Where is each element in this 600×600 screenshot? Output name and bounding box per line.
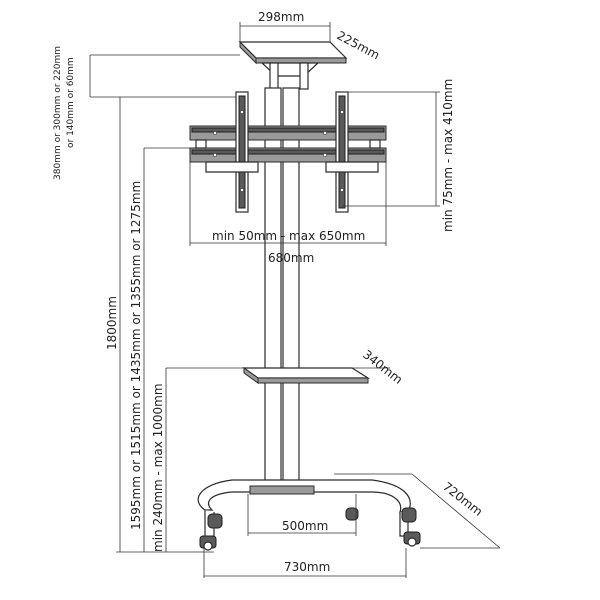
camera-shelf-height-label-line2: or 140mm or 60mm	[66, 57, 76, 148]
top-camera-shelf	[238, 40, 348, 90]
tv-stand-drawing	[189, 40, 421, 551]
overall-height-label: 1800mm	[105, 296, 119, 350]
base-depth-label: 720mm	[440, 479, 485, 519]
base-width-top-label: 680mm	[268, 251, 314, 265]
dimension-labels: 298mm 225mm 380mm or 300mm or 220mm or 1…	[53, 10, 485, 574]
dimension-lines	[89, 22, 501, 578]
main-columns	[264, 87, 300, 487]
wheel-back-left	[207, 513, 223, 529]
wheel-back-right	[345, 507, 359, 521]
wheel-front-right	[401, 507, 421, 547]
vesa-vertical-label: min 75mm - max 410mm	[441, 79, 455, 232]
middle-shelf	[242, 367, 371, 384]
vesa-horizontal-label: min 50mm - max 650mm	[212, 229, 365, 243]
castor-wheels	[199, 507, 421, 551]
top-shelf-width-label: 298mm	[258, 10, 304, 24]
vesa-mount-bracket	[189, 91, 387, 213]
middle-shelf-height-label: min 240mm - max 1000mm	[151, 383, 165, 552]
camera-shelf-height-label-line1: 380mm or 300mm or 220mm	[53, 46, 63, 180]
outer-base-width-label: 730mm	[284, 560, 330, 574]
wheel-front-left	[199, 535, 217, 551]
inner-base-width-label: 500mm	[282, 519, 328, 533]
bracket-height-label: 1595mm or 1515mm or 1435mm or 1355mm or …	[129, 181, 143, 530]
